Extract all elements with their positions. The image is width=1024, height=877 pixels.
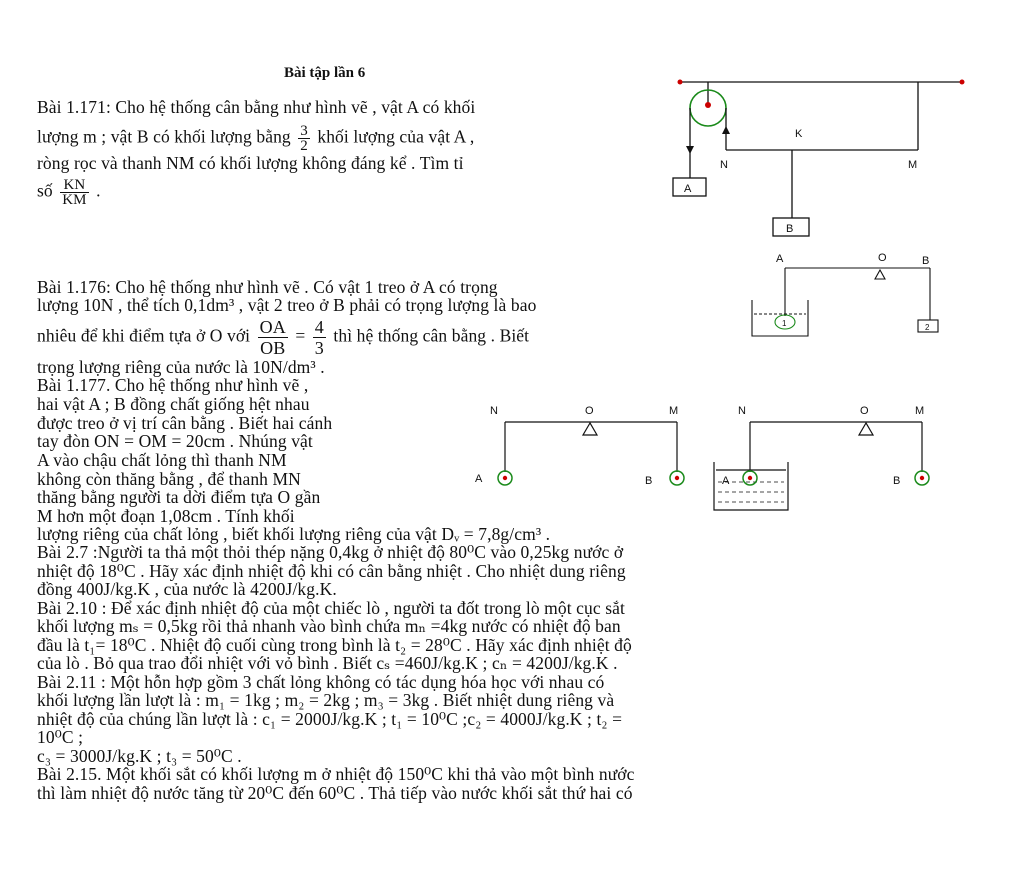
arrow-up-icon xyxy=(722,126,730,134)
label-M: M xyxy=(915,405,924,417)
text-line: lượng m ; vật B có khối lượng bằng 3 2 k… xyxy=(37,123,475,154)
pulley-axle xyxy=(705,102,711,108)
text-line: không còn thăng bằng , để thanh MN xyxy=(37,469,301,489)
text-fragment: nhiêu để khi điểm tựa ở O với xyxy=(37,325,251,346)
text-line: nhiệt độ của chúng lần lượt là : c₁ = 20… xyxy=(37,709,623,729)
text-line: Bài 2.7 :Người ta thả một thỏi thép nặng… xyxy=(37,542,624,562)
text-line: đầu là t₁= 18⁰C . Nhiệt độ cuối cùng tro… xyxy=(37,635,632,655)
fraction-denominator: OB xyxy=(260,338,286,358)
hook-A xyxy=(747,475,753,481)
text-line: Bài 2.15. Một khối sắt có khối lượng m ở… xyxy=(37,764,635,784)
text-line: đồng 400J/kg.K , của nước là 4200J/kg.K. xyxy=(37,579,337,599)
object-1 xyxy=(774,314,796,330)
label-B: B xyxy=(786,223,793,235)
block-A xyxy=(672,177,707,197)
fraction-numerator: 3 xyxy=(298,123,310,139)
label-M: M xyxy=(908,159,917,171)
text-fragment: khối lượng của vật A , xyxy=(317,126,475,147)
fraction: OA OB xyxy=(257,317,288,358)
text-fragment: thì hệ thống cân bằng . Biết xyxy=(333,325,530,346)
liquid-container xyxy=(713,462,789,511)
text-line: c₃ = 3000J/kg.K ; t₃ = 50⁰C . xyxy=(37,746,242,766)
fraction: KN KM xyxy=(60,178,89,208)
text-line: được treo ở vị trí cân bằng . Biết hai c… xyxy=(37,413,333,433)
text-line: khối lượng mₛ = 0,5kg rồi thả nhanh vào … xyxy=(37,616,621,636)
object-A xyxy=(742,470,758,486)
text-line: nhiệt độ 18⁰C . Hãy xác định nhiệt độ kh… xyxy=(37,561,626,581)
label-N: N xyxy=(490,405,498,417)
object-2 xyxy=(917,319,939,333)
text-line: Bài 1.177. Cho hệ thống như hình vẽ , xyxy=(37,375,309,395)
ceiling-anchor xyxy=(959,79,965,85)
label-N: N xyxy=(720,159,728,171)
label-N: N xyxy=(738,405,746,417)
arrow-down-icon xyxy=(686,146,694,154)
text-line: khối lượng lần lượt là : m₁ = 1kg ; m₂ =… xyxy=(37,690,615,710)
hook-B xyxy=(674,475,680,481)
water-container xyxy=(751,300,809,337)
label-O: O xyxy=(860,405,869,417)
text-line: của lò . Bỏ qua trao đổi nhiệt với vỏ bì… xyxy=(37,653,618,673)
label-O: O xyxy=(878,252,887,264)
label-A: A xyxy=(776,253,784,265)
fulcrum-icon xyxy=(857,421,875,436)
label-B: B xyxy=(922,255,929,267)
object-A xyxy=(497,470,513,486)
text-line: số KN KM . xyxy=(37,178,101,208)
label-2: 2 xyxy=(925,323,930,332)
text-line: Bài 2.11 : Một hỗn hợp gồm 3 chất lỏng k… xyxy=(37,672,605,692)
text-fragment: số xyxy=(37,180,53,201)
figure-lever-balanced xyxy=(497,421,685,486)
fraction-denominator: 3 xyxy=(314,338,324,358)
fulcrum-icon xyxy=(874,268,886,280)
hook-B xyxy=(919,475,925,481)
text-line: ròng rọc và thanh NM có khối lượng không… xyxy=(37,153,464,173)
text-line: Bài 1.176: Cho hệ thống như hình vẽ . Có… xyxy=(37,277,498,297)
label-O: O xyxy=(585,405,594,417)
label-A: A xyxy=(684,183,692,195)
fraction-denominator: 2 xyxy=(300,138,308,154)
label-M: M xyxy=(669,405,678,417)
fraction-numerator: OA xyxy=(257,317,288,338)
figure-lever-submerged xyxy=(713,421,930,511)
text-line: 10⁰C ; xyxy=(37,727,84,747)
text-fragment: = xyxy=(295,325,306,346)
fraction-denominator: KM xyxy=(62,192,87,208)
text-line: lượng 10N , thể tích 0,1dm³ , vật 2 treo… xyxy=(37,295,537,315)
text-line: Bài 1.171: Cho hệ thống cân bằng như hìn… xyxy=(37,97,476,117)
text-line: trọng lượng riêng của nước là 10N/dm³ . xyxy=(37,357,325,377)
label-K: K xyxy=(795,128,803,140)
text-line: tay đòn ON = OM = 20cm . Nhúng vật xyxy=(37,431,313,451)
page-title: Bài tập lần 6 xyxy=(284,65,366,81)
label-A: A xyxy=(475,473,483,485)
label-B: B xyxy=(893,475,900,487)
text-fragment: lượng m ; vật B có khối lượng bằng xyxy=(37,126,291,147)
label-1: 1 xyxy=(782,319,787,328)
block-B xyxy=(772,217,810,237)
text-line: thì làm nhiệt độ nước tăng từ 20⁰C đến 6… xyxy=(37,783,633,803)
text-line: Bài 2.10 : Để xác định nhiệt độ của một … xyxy=(37,598,625,618)
object-B xyxy=(914,470,930,486)
fraction-numerator: KN xyxy=(60,178,89,193)
label-A: A xyxy=(722,475,730,487)
hook-A xyxy=(502,475,508,481)
label-B: B xyxy=(645,475,652,487)
text-line: nhiêu để khi điểm tựa ở O với OA OB = 4 … xyxy=(37,317,529,358)
fraction: 4 3 xyxy=(312,317,326,358)
object-B xyxy=(669,470,685,486)
figure-pulley-lever xyxy=(672,79,965,237)
text-line: lượng riêng của chất lỏng , biết khối lư… xyxy=(37,524,551,544)
fulcrum-icon xyxy=(581,421,599,436)
text-line: A vào chậu chất lỏng thì thanh NM xyxy=(37,450,287,470)
text-line: hai vật A ; B đồng chất giống hệt nhau xyxy=(37,394,310,414)
figure-lever-water xyxy=(751,267,939,337)
text-fragment: . xyxy=(96,180,101,201)
text-line: M hơn một đoạn 1,08cm . Tính khối xyxy=(37,506,295,526)
ceiling-anchor xyxy=(677,79,683,85)
text-line: thăng bằng người ta dời điểm tựa O gần xyxy=(37,487,321,507)
fraction-numerator: 4 xyxy=(312,317,326,338)
fraction: 3 2 xyxy=(298,123,310,154)
